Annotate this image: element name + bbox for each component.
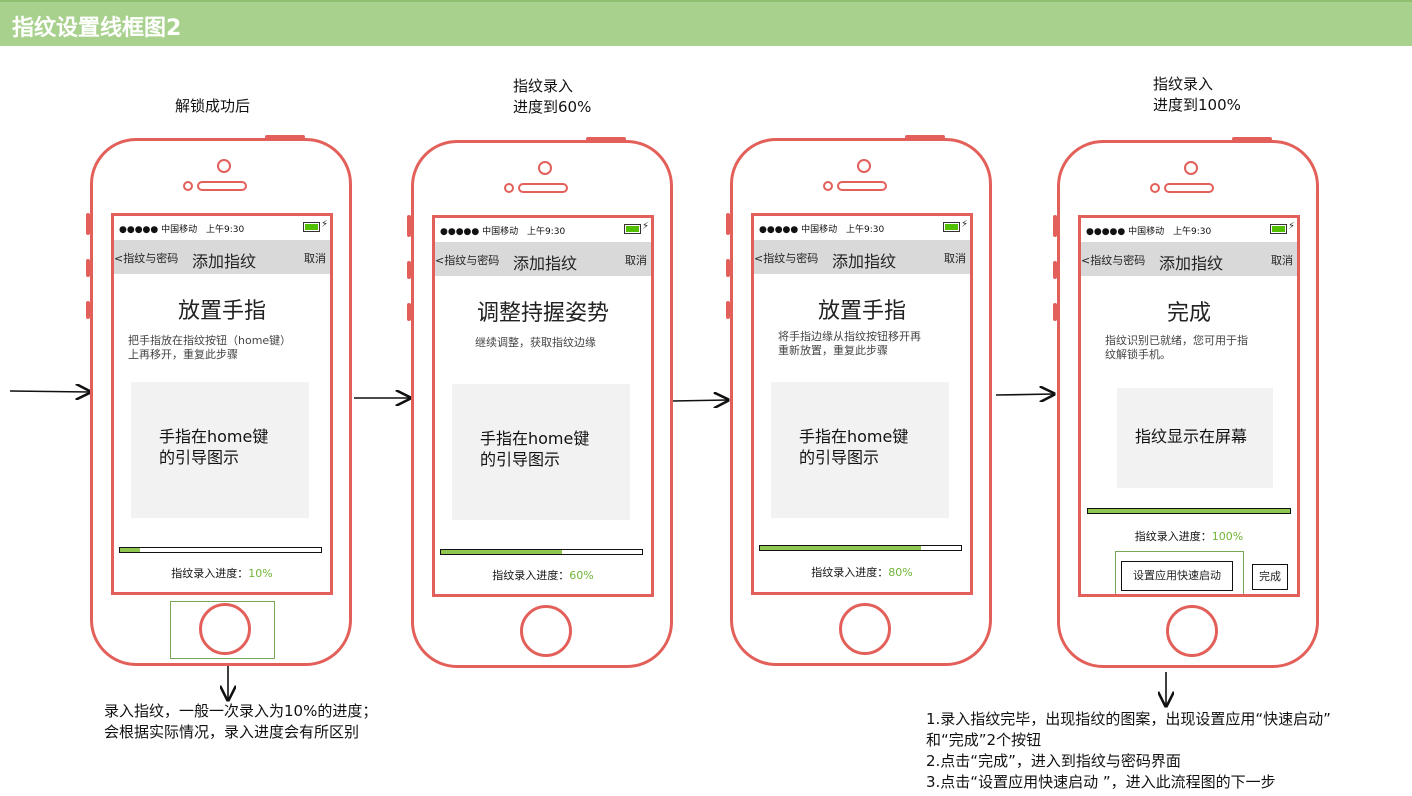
arrow-into-step-1 — [9, 391, 90, 392]
progress-fill — [1088, 509, 1290, 513]
diagram-title-bar: 指纹设置线框图2 — [0, 0, 1412, 46]
progress-bar — [1087, 508, 1291, 514]
step-description: 指纹识别已就绪，您可用于指纹解锁手机。 — [1105, 334, 1248, 361]
nav-bar: <指纹与密码 添加指纹 取消 — [435, 242, 651, 276]
back-button[interactable]: <指纹与密码 — [114, 252, 179, 265]
step-label-4: 指纹录入进度到100% — [1153, 75, 1241, 114]
progress-label: 指纹录入进度：60% — [492, 569, 594, 582]
battery-icon — [624, 224, 641, 234]
progress-fill — [120, 548, 141, 552]
step-heading: 完成 — [1166, 301, 1211, 326]
progress-fill — [441, 550, 562, 554]
fingerprint-display-placeholder: 指纹显示在屏幕 — [1117, 388, 1273, 488]
nav-title: 添加指纹 — [832, 252, 897, 271]
home-button-icon — [520, 605, 572, 657]
back-button[interactable]: <指纹与密码 — [435, 254, 500, 267]
guide-image-placeholder: 手指在home键的引导图示 — [452, 384, 630, 520]
nav-title: 添加指纹 — [192, 252, 257, 271]
progress-label: 指纹录入进度：80% — [811, 566, 913, 579]
battery-icon — [303, 222, 320, 232]
camera-icon — [857, 159, 871, 173]
screen: ●●●●● 中国移动 上午9:30 ⚡ <指纹与密码 添加指纹 取消 放置手指 … — [751, 213, 973, 595]
progress-fill — [760, 546, 921, 550]
progress-bar — [759, 545, 962, 551]
charging-icon: ⚡ — [960, 219, 968, 230]
charging-icon: ⚡ — [641, 221, 649, 232]
status-bar: ●●●●● 中国移动 上午9:30 ⚡ — [440, 221, 649, 237]
cancel-button[interactable]: 取消 — [625, 254, 647, 267]
charging-icon: ⚡ — [320, 219, 328, 230]
phone-step-2: ●●●●● 中国移动 上午9:30 ⚡ <指纹与密码 添加指纹 取消 调整持握姿… — [407, 137, 673, 668]
cancel-button[interactable]: 取消 — [944, 252, 966, 265]
progress-bar — [440, 549, 643, 555]
speaker-icon — [197, 181, 247, 191]
step-label-2: 指纹录入进度到60% — [513, 77, 592, 116]
charging-icon: ⚡ — [1287, 221, 1295, 232]
setup-quick-launch-button[interactable]: 设置应用快速启动 — [1121, 561, 1233, 591]
speaker-icon — [518, 183, 568, 193]
cancel-button[interactable]: 取消 — [304, 252, 326, 265]
back-button[interactable]: <指纹与密码 — [754, 252, 819, 265]
diagram-title: 指纹设置线框图2 — [12, 16, 182, 41]
step-description: 把手指放在指纹按钮（home键）上再移开，重复此步骤 — [128, 334, 292, 361]
phone-step-4: ●●●●● 中国移动 上午9:30 ⚡ <指纹与密码 添加指纹 取消 完成 指纹… — [1053, 137, 1319, 668]
back-button[interactable]: <指纹与密码 — [1081, 254, 1146, 267]
cancel-button[interactable]: 取消 — [1271, 254, 1293, 267]
progress-bar — [119, 547, 322, 553]
home-button-icon — [839, 603, 891, 655]
screen: ●●●●● 中国移动 上午9:30 ⚡ <指纹与密码 添加指纹 取消 完成 指纹… — [1078, 215, 1300, 597]
nav-bar: <指纹与密码 添加指纹 取消 — [754, 240, 970, 274]
screen: ●●●●● 中国移动 上午9:30 ⚡ <指纹与密码 添加指纹 取消 调整持握姿… — [432, 215, 654, 597]
step-heading: 放置手指 — [177, 299, 266, 324]
status-bar: ●●●●● 中国移动 上午9:30 ⚡ — [119, 219, 328, 235]
speaker-icon — [1164, 183, 1214, 193]
status-bar: ●●●●● 中国移动 上午9:30 ⚡ — [1086, 221, 1295, 237]
battery-icon — [1270, 224, 1287, 234]
battery-icon — [943, 222, 960, 232]
step-label-1: 解锁成功后 — [175, 97, 251, 115]
nav-bar: <指纹与密码 添加指纹 取消 — [114, 240, 330, 274]
done-button[interactable]: 完成 — [1252, 564, 1288, 590]
phone-step-1: ●●●●● 中国移动 上午9:30 ⚡ <指纹与密码 添加指纹 取消 放置手指 … — [86, 135, 352, 666]
setup-button-highlight — [1115, 551, 1244, 594]
nav-title: 添加指纹 — [513, 254, 578, 273]
arrow-step-3-to-4 — [995, 394, 1054, 395]
phone-step-3: ●●●●● 中国移动 上午9:30 ⚡ <指纹与密码 添加指纹 取消 放置手指 … — [726, 135, 992, 666]
speaker-icon — [837, 181, 887, 191]
status-bar: ●●●●● 中国移动 上午9:30 ⚡ — [759, 219, 968, 235]
camera-icon — [217, 159, 231, 173]
step-description: 将手指边缘从指纹按钮移开再重新放置，重复此步骤 — [778, 330, 921, 357]
step-heading: 放置手指 — [817, 299, 906, 324]
nav-bar: <指纹与密码 添加指纹 取消 — [1081, 242, 1297, 276]
step-heading: 调整持握姿势 — [476, 301, 609, 326]
camera-icon — [1184, 161, 1198, 175]
camera-icon — [538, 161, 552, 175]
home-button-highlight — [170, 601, 275, 659]
arrow-step-2-to-3 — [671, 400, 728, 401]
home-button-icon — [199, 603, 251, 655]
step-description: 继续调整，获取指纹边缘 — [475, 336, 596, 349]
nav-title: 添加指纹 — [1159, 254, 1224, 273]
progress-label: 指纹录入进度：100% — [1134, 530, 1244, 543]
note-left: 录入指纹，一般一次录入为10%的进度；会根据实际情况，录入进度会有所区别 — [104, 702, 378, 741]
guide-image-placeholder: 手指在home键的引导图示 — [771, 382, 949, 518]
progress-label: 指纹录入进度：10% — [171, 567, 273, 580]
home-button-icon — [1166, 605, 1218, 657]
screen: ●●●●● 中国移动 上午9:30 ⚡ <指纹与密码 添加指纹 取消 放置手指 … — [111, 213, 333, 595]
guide-image-placeholder: 手指在home键的引导图示 — [131, 382, 309, 518]
